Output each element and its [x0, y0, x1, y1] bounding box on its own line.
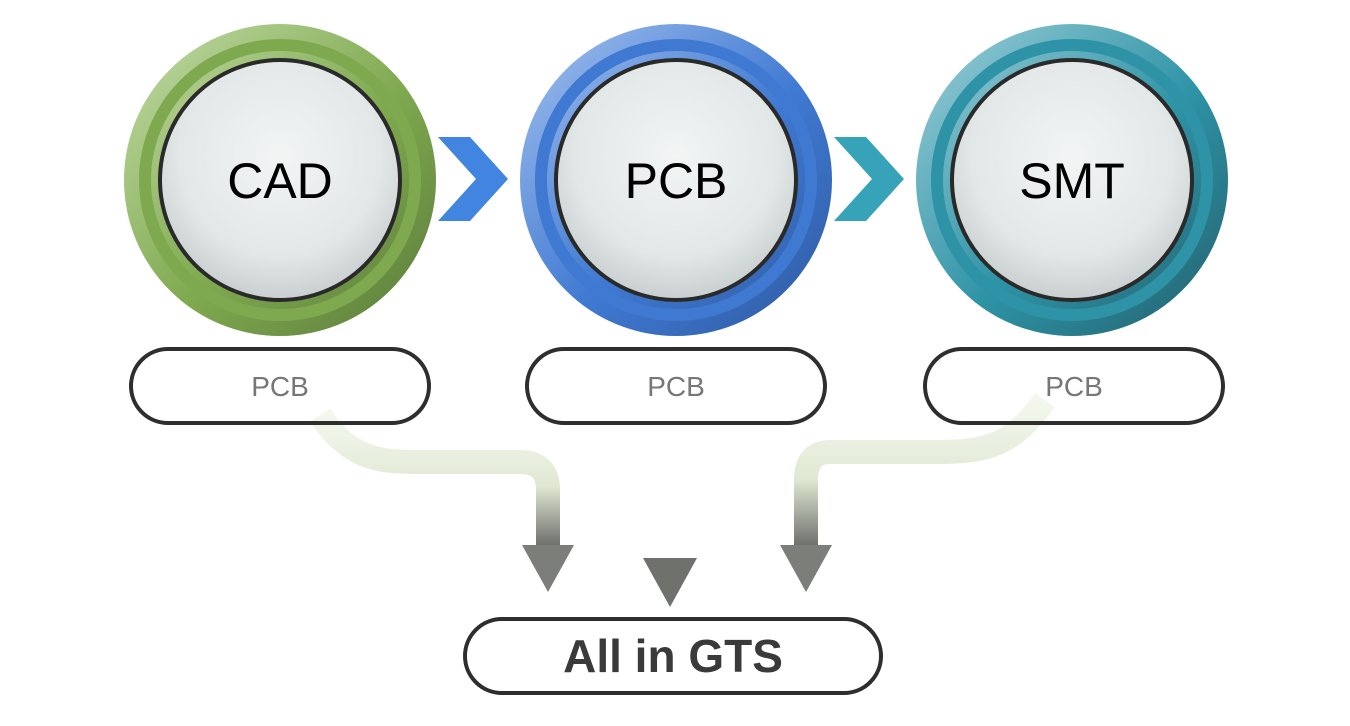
- pill-label: PCB: [1045, 371, 1103, 402]
- pill-label: PCB: [251, 371, 309, 402]
- sublabel-pill-pcb: PCB: [525, 347, 827, 425]
- arrow-head-icon: [643, 558, 697, 607]
- stage-label: PCB: [625, 153, 728, 209]
- stage-smt[interactable]: SMT: [916, 24, 1228, 336]
- arrow-head-icon: [780, 545, 832, 592]
- chevron-right-icon: [438, 137, 508, 221]
- stage-label: CAD: [227, 153, 333, 209]
- flow-arrow-pcb: [643, 415, 697, 607]
- stage-cad[interactable]: CAD: [124, 24, 436, 336]
- sublabel-pill-smt: PCB: [923, 347, 1225, 425]
- stage-label: SMT: [1019, 153, 1125, 209]
- result-label: All in GTS: [563, 630, 783, 682]
- stage-pcb[interactable]: PCB: [520, 24, 832, 336]
- arrow-head-icon: [522, 545, 574, 592]
- pill-label: PCB: [647, 371, 705, 402]
- chevron-right-icon: [834, 137, 904, 221]
- flow-arrow-smt: [780, 392, 1055, 592]
- result-pill: All in GTS: [463, 617, 883, 695]
- flow-arrow-cad: [310, 408, 574, 592]
- sublabel-pill-cad: PCB: [129, 347, 431, 425]
